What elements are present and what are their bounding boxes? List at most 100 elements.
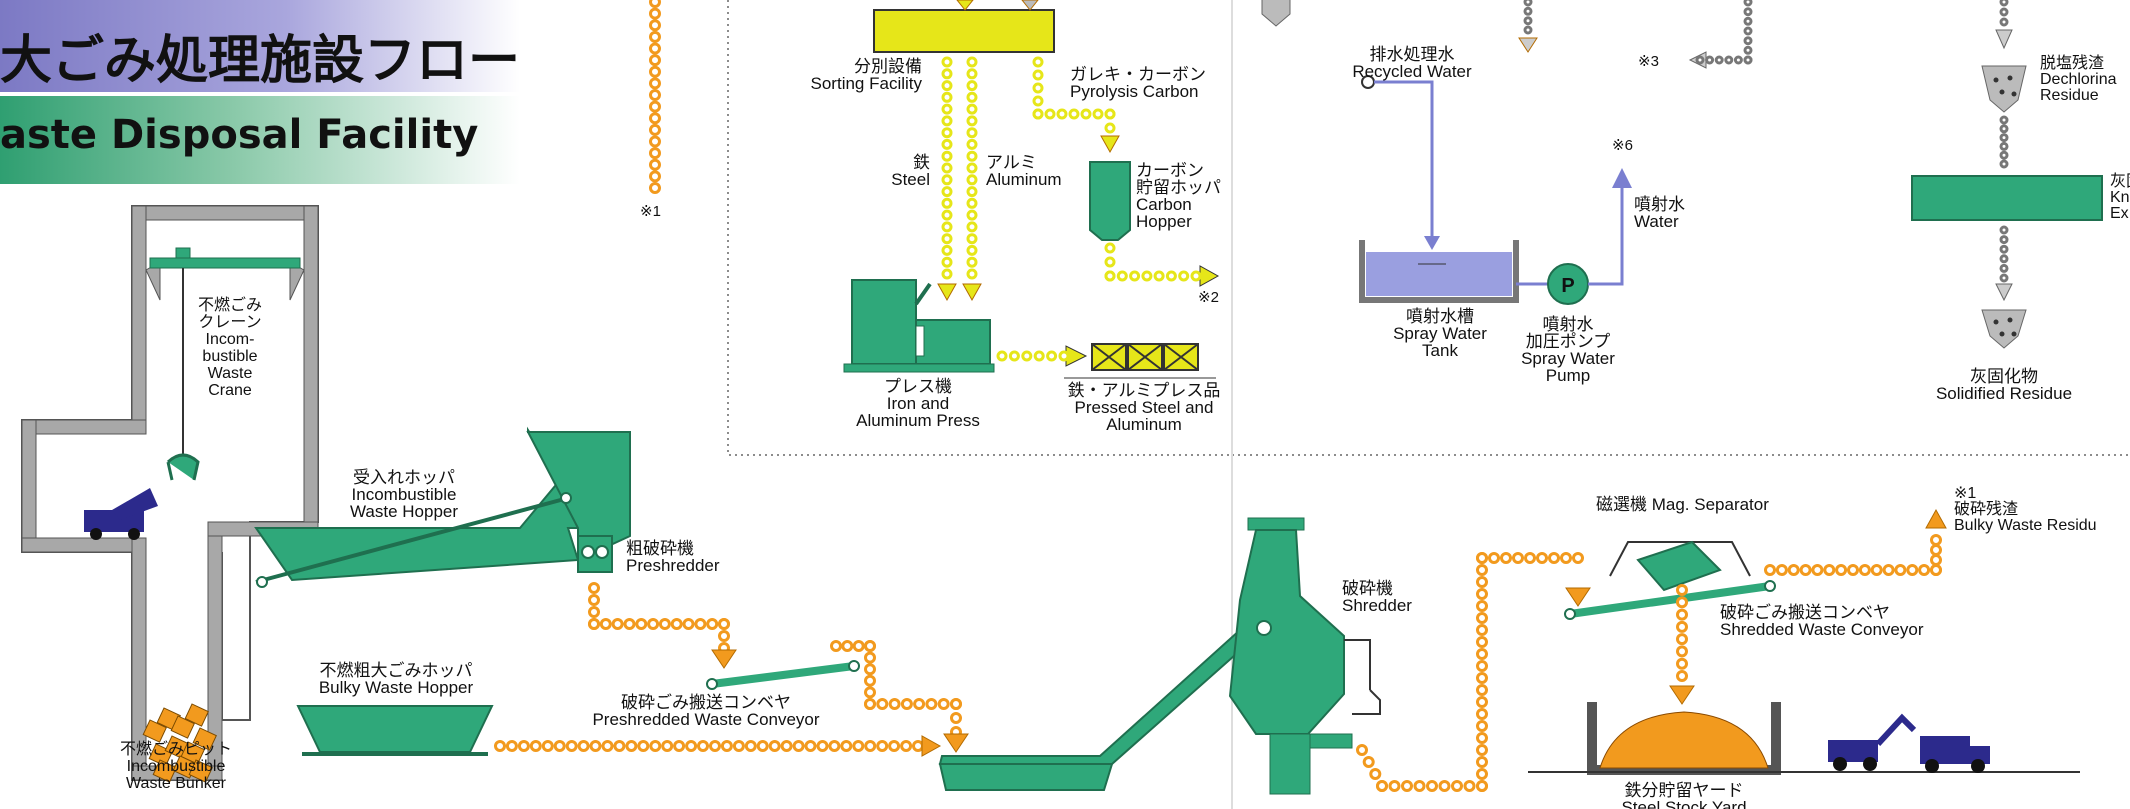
residue-particle xyxy=(2007,75,2013,81)
kneader-label-line: Kn xyxy=(2110,189,2130,206)
flow-dot xyxy=(966,244,978,256)
belt-roller xyxy=(256,576,268,588)
flow-dot xyxy=(1512,552,1524,564)
carbon-hopper-body xyxy=(1089,161,1131,241)
shredder-discharge xyxy=(1309,733,1353,749)
sorting-facility xyxy=(873,9,1055,53)
residue-particle xyxy=(1993,319,1999,325)
flow-dot xyxy=(1413,780,1426,792)
flow-dot xyxy=(670,618,683,630)
dump-truck-icon xyxy=(84,488,158,540)
flow-dot-segment xyxy=(1104,108,1116,134)
crane-grab xyxy=(166,453,200,481)
main-conveyor-frame xyxy=(938,610,1272,765)
flow-dot xyxy=(1056,108,1068,120)
flow-dot xyxy=(1999,115,2009,125)
flow-dot xyxy=(1705,55,1715,65)
preshredder-roll xyxy=(595,545,609,559)
flow-dot xyxy=(941,221,953,233)
flow-dot xyxy=(1021,350,1033,362)
preshredder xyxy=(577,535,613,573)
sorting-box xyxy=(873,9,1055,53)
flow-dot xyxy=(966,186,978,198)
residue-out-dots xyxy=(1764,564,1942,576)
carbon-hopper-label-line: 貯留ホッパ xyxy=(1136,178,1221,197)
flow-dot xyxy=(658,618,671,630)
truck-container xyxy=(1920,736,1970,764)
shredder-inlet-roller xyxy=(1256,620,1272,636)
residue-particle xyxy=(1999,331,2005,337)
flow-dot xyxy=(720,740,733,752)
flow-dot xyxy=(1999,141,2009,151)
flow-dot xyxy=(900,740,913,752)
flow-dot xyxy=(1930,534,1942,546)
flow-dot xyxy=(744,740,757,752)
flow-dot xyxy=(1999,273,2009,283)
press-bed xyxy=(915,319,991,365)
flow-dot xyxy=(601,740,614,752)
flow-dot xyxy=(1548,552,1560,564)
press-ram xyxy=(915,325,925,357)
crane-label-line: Crane xyxy=(208,382,252,399)
bunker-label-line: 不燃ごみピット xyxy=(120,740,232,758)
flow-dot xyxy=(1476,696,1488,708)
flow-dot xyxy=(1476,780,1488,792)
flow-dot xyxy=(649,182,661,194)
note3-label: ※3 xyxy=(1638,53,1659,70)
flow-dot xyxy=(1999,17,2009,27)
incombustible-waste-crane xyxy=(149,247,301,481)
flow-dot xyxy=(1714,55,1724,65)
carbon-hopper xyxy=(1089,161,1220,287)
belt-roller xyxy=(848,660,860,672)
carbon-hopper-label-line: Hopper xyxy=(1136,212,1192,231)
flow-dot xyxy=(1858,564,1871,576)
pressed-product-label-line: Aluminum xyxy=(1106,415,1182,434)
steel-pile xyxy=(1599,711,1769,769)
flow-dot xyxy=(1476,612,1488,624)
recycled-water-arrow xyxy=(1424,236,1440,250)
flow-dot xyxy=(1676,608,1688,621)
arrow-into-sorting xyxy=(956,0,974,11)
receiving-conveyor-belt xyxy=(255,496,569,584)
shredder-label-line: 破砕機 xyxy=(1342,579,1393,598)
pressed-bales xyxy=(1064,343,1216,379)
flow-dot xyxy=(1080,108,1092,120)
flow-dot xyxy=(1999,124,2009,134)
spray-pump-label-line: Pump xyxy=(1546,366,1590,385)
yard-walls xyxy=(1587,702,1781,775)
kneader-label-line: 灰固 xyxy=(2110,172,2130,190)
flow-dot xyxy=(1401,780,1413,792)
aluminum-dots xyxy=(966,56,978,280)
flow-dot xyxy=(852,640,865,652)
flow-dot xyxy=(828,740,841,752)
flow-dot xyxy=(718,630,730,642)
shredder-out-dots xyxy=(1356,552,1584,792)
solidified-hopper xyxy=(1981,309,2027,349)
spray-pump-label-line: 噴射水 xyxy=(1543,315,1594,334)
steel-label-line: Steel xyxy=(891,170,930,189)
flow-dot xyxy=(1523,6,1533,16)
flow-dot-segment xyxy=(950,698,962,738)
flow-dot xyxy=(649,740,662,752)
crane-label-line: クレーン xyxy=(198,313,261,331)
loader-wheel xyxy=(1833,757,1847,771)
flow-dot xyxy=(941,256,953,268)
arrow-into-sorting-gray xyxy=(1021,0,1039,11)
right-upper-wall xyxy=(303,205,319,523)
flow-dot xyxy=(1823,564,1836,576)
flow-dot xyxy=(588,618,600,630)
shredded-conveyor-label-line: 破砕ごみ搬送コンベヤ xyxy=(1720,603,1890,622)
receiving-hopper-label-line: Waste Hopper xyxy=(350,502,458,521)
flow-dot xyxy=(1743,7,1753,17)
flow-dot xyxy=(1369,768,1382,780)
receiving-hopper xyxy=(254,426,631,588)
flow-dot xyxy=(1999,263,2009,273)
flow-dot xyxy=(864,740,877,752)
residue-treatment xyxy=(1911,0,2103,349)
flow-dot xyxy=(1999,254,2009,264)
flow-dot xyxy=(1999,133,2009,143)
